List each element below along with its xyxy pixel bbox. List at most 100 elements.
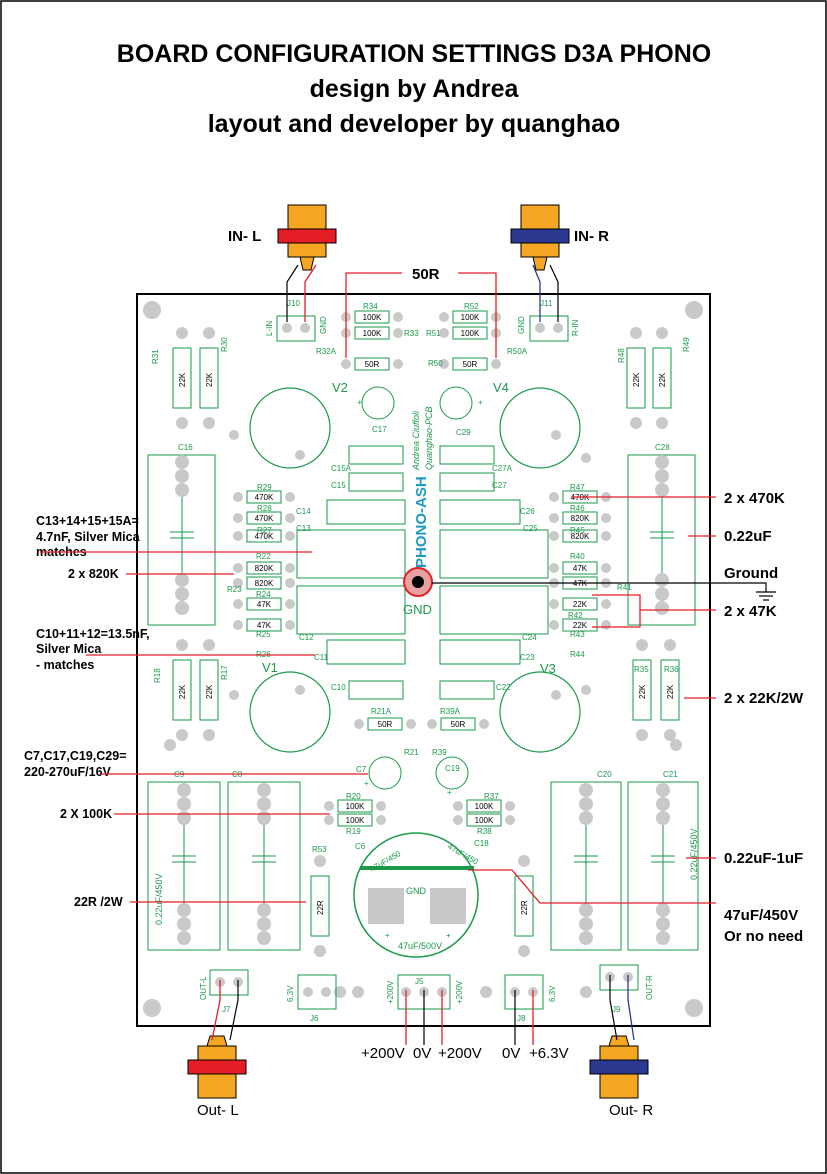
label-in-r: IN- R	[574, 228, 609, 245]
capacitor-ref: C23	[520, 653, 535, 662]
mounting-holes	[143, 301, 703, 1017]
resistor-ref: R27	[257, 526, 272, 535]
resistor-ref: R21A	[371, 707, 392, 716]
cap-block-pads	[175, 455, 670, 945]
capacitor-ref: C24	[522, 633, 537, 642]
capacitor-ref: C12	[299, 633, 314, 642]
resistor-ref: R40	[570, 552, 585, 561]
resistor-v: 22K	[172, 327, 192, 429]
capacitor-ref: C26	[520, 507, 535, 516]
resistor-ref: R30	[220, 337, 229, 352]
note-c022: 0.22uF	[724, 528, 772, 545]
note-c47-line2: Or no need	[724, 928, 803, 945]
small-electrolytics	[361, 386, 473, 790]
resistor-h: 100K	[439, 310, 501, 324]
resistor-value: 100K	[346, 802, 365, 811]
capacitor-ref: C16	[178, 443, 193, 452]
resistor-ref: R32A	[316, 347, 337, 356]
resistor-value: 22K	[573, 600, 588, 609]
title-line1: BOARD CONFIGURATION SETTINGS D3A PHONO	[117, 40, 711, 68]
conn-j11: J11	[540, 299, 553, 308]
resistor-value: 22K	[638, 684, 647, 699]
c6-value: 47uF/500V	[398, 941, 442, 951]
tube-label-v4: V4	[493, 380, 509, 395]
resistor-ref: R52	[464, 302, 479, 311]
resistor-h: 22K	[549, 618, 611, 632]
pin-gnd-r: GND	[517, 316, 526, 334]
resistor-value: 22R	[316, 900, 325, 915]
resistor-h: 470K	[233, 511, 295, 525]
ground-post-center	[412, 576, 424, 588]
pin-200v-r: +200V	[455, 980, 464, 1004]
resistor-v: 22K	[652, 327, 672, 429]
resistor-value: 22K	[666, 684, 675, 699]
resistor-value: 470K	[255, 532, 274, 541]
title-line2: design by Andrea	[310, 75, 520, 103]
resistor-ref: R24	[256, 590, 271, 599]
resistor-value: 47K	[257, 600, 272, 609]
resistor-ref: R17	[220, 665, 229, 680]
resistor-value: 100K	[475, 802, 494, 811]
ground-symbol	[432, 582, 776, 601]
resistor-h: 22K	[549, 597, 611, 611]
resistor-value: 22K	[178, 684, 187, 699]
resistor-value: 100K	[475, 816, 494, 825]
label-out-r: Out- R	[609, 1102, 653, 1119]
note-c7-line1: C7,C17,C19,C29=	[24, 749, 127, 763]
resistor-ref: R38	[477, 827, 492, 836]
resistor-h: 100K	[341, 310, 403, 324]
note-r47: 2 x 47K	[724, 603, 777, 620]
resistor-value: 50R	[451, 720, 466, 729]
rca-out-r	[589, 1035, 649, 1099]
power-wires	[405, 990, 534, 1045]
capacitor-ref: C17	[372, 425, 387, 434]
resistor-ref: R51	[426, 329, 441, 338]
note-c022-1: 0.22uF-1uF	[724, 850, 803, 867]
resistor-value: 820K	[255, 564, 274, 573]
capacitor-ref: C15A	[331, 464, 352, 473]
resistor-ref: R39A	[440, 707, 461, 716]
label-power-200v-b: +200V	[438, 1045, 482, 1062]
tube-socket-v2	[249, 387, 331, 469]
resistor-value: 22K	[205, 372, 214, 387]
resistor-h: 820K	[233, 561, 295, 575]
arrows-50r	[345, 272, 497, 358]
conn-j8: J8	[517, 1014, 526, 1023]
resistor-v: 22K	[626, 327, 646, 429]
note-r22: 22R /2W	[74, 895, 123, 909]
tube-label-v3: V3	[540, 661, 556, 676]
resistor-ref: R41	[617, 583, 632, 592]
resistor-value: 22K	[658, 372, 667, 387]
resistor-value: 100K	[363, 329, 382, 338]
c29-plus: +	[478, 398, 483, 407]
board-credit2: Quanghao-PCB	[424, 406, 434, 470]
resistor-h: 50R	[439, 357, 501, 371]
board-name: PHONO-ASH	[413, 476, 430, 568]
resistor-h: 47K	[233, 597, 295, 611]
resistor-ref: R49	[682, 337, 691, 352]
note-r470: 2 x 470K	[724, 490, 785, 507]
resistor-value: 50R	[463, 360, 478, 369]
resistor-value: 470K	[255, 493, 274, 502]
resistor-value: 22K	[205, 684, 214, 699]
resistor-h: 100K	[324, 799, 386, 813]
board-credit1: Andrea Ciuffoli	[411, 410, 421, 471]
board-gnd-label: GND	[403, 602, 432, 617]
conn-j7: J7	[222, 1005, 231, 1014]
note-c10-line3: - matches	[36, 658, 94, 672]
resistor-ref: R23	[227, 585, 242, 594]
label-power-6v3: +6.3V	[529, 1045, 569, 1062]
capacitor-ref: C15	[331, 481, 346, 490]
note-r820: 2 x 820K	[68, 567, 119, 581]
resistor-h: 470K	[233, 490, 295, 504]
c6-plus-left: +	[385, 931, 390, 940]
pin-6v3-l: 6.3V	[286, 985, 295, 1002]
capacitor-ref: C10	[331, 683, 346, 692]
resistor-ref: R19	[346, 827, 361, 836]
pin-r-in: R-IN	[571, 319, 580, 336]
capacitor-ref: C13	[296, 524, 311, 533]
resistor-v: 22K	[632, 639, 652, 741]
input-wires	[286, 264, 559, 322]
